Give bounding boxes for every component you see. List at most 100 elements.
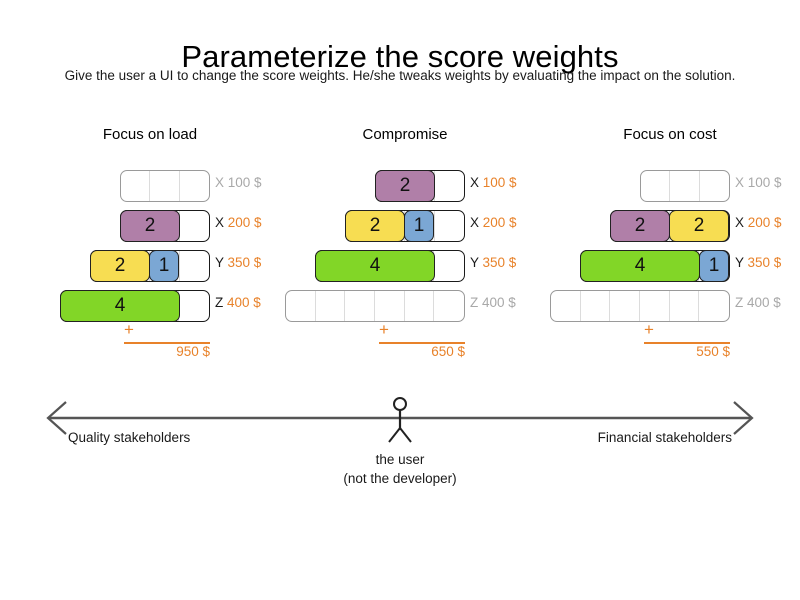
- track-slot[interactable]: [150, 251, 180, 281]
- weight-row-letter: X: [215, 175, 225, 190]
- track-slot[interactable]: [435, 211, 464, 241]
- track-slot[interactable]: [179, 291, 209, 321]
- weight-track[interactable]: [640, 170, 730, 202]
- track-slot[interactable]: [121, 171, 151, 201]
- track-slot[interactable]: [150, 171, 180, 201]
- weight-row: X 100 $: [545, 166, 795, 206]
- weight-track[interactable]: [120, 170, 210, 202]
- weight-block[interactable]: 1: [404, 210, 434, 242]
- track-slot[interactable]: [286, 291, 316, 321]
- weight-track-wrap: 2: [375, 170, 465, 202]
- weight-block[interactable]: 1: [699, 250, 729, 282]
- weight-track-wrap: 4: [315, 250, 465, 282]
- weight-track[interactable]: [285, 290, 465, 322]
- weight-row-amount: 350 $: [227, 255, 262, 270]
- weight-track-wrap: [285, 290, 465, 322]
- track-slot[interactable]: [700, 171, 729, 201]
- weight-block-value: 2: [144, 215, 156, 236]
- weight-row-label: X 200 $: [215, 215, 275, 230]
- weight-block[interactable]: 2: [610, 210, 670, 242]
- weight-block[interactable]: 2: [345, 210, 405, 242]
- weight-row-label: X 100 $: [735, 175, 795, 190]
- weight-block[interactable]: 2: [669, 210, 729, 242]
- track-slot[interactable]: [640, 291, 670, 321]
- track-slot[interactable]: [435, 171, 464, 201]
- track-slot[interactable]: [610, 291, 641, 321]
- weight-track-wrap: 4: [60, 290, 210, 322]
- weight-row-letter: X: [735, 215, 745, 230]
- weight-row-amount: 350 $: [747, 255, 782, 270]
- page-title: Parameterize the score weights: [181, 38, 619, 74]
- track-slot[interactable]: [180, 251, 209, 281]
- track-slot[interactable]: [180, 171, 209, 201]
- track-slot[interactable]: [405, 211, 435, 241]
- weight-block[interactable]: 4: [580, 250, 700, 282]
- track-slot[interactable]: [434, 291, 464, 321]
- weight-row: 2 X 100 $: [280, 166, 530, 206]
- weight-block[interactable]: 4: [60, 290, 180, 322]
- weight-block-value: 2: [114, 255, 126, 276]
- track-slot[interactable]: [670, 171, 700, 201]
- weight-blocks: 2: [375, 170, 435, 202]
- track-slot[interactable]: [345, 291, 376, 321]
- track-slot[interactable]: [405, 291, 435, 321]
- weight-row-label: X 100 $: [470, 175, 530, 190]
- track-slot[interactable]: [180, 211, 209, 241]
- user-stick-figure: [388, 397, 412, 443]
- weight-row-letter: Z: [470, 295, 479, 310]
- axis-label-quality: Quality stakeholders: [68, 430, 191, 445]
- track-slot[interactable]: [581, 291, 611, 321]
- weight-row-letter: Z: [215, 295, 224, 310]
- track-slot[interactable]: [434, 251, 464, 281]
- weight-block-value: 4: [634, 255, 646, 276]
- weight-block-value: 2: [399, 175, 411, 196]
- weight-blocks: 4: [60, 290, 180, 322]
- weight-block-value: 2: [369, 215, 381, 236]
- weight-block-value: 4: [369, 255, 381, 276]
- weight-block-value: 1: [708, 255, 720, 276]
- weight-block[interactable]: 2: [90, 250, 150, 282]
- actor-caption-line1: the user: [375, 452, 425, 467]
- weight-row-amount: 400 $: [482, 295, 516, 310]
- weight-row-amount: 100 $: [747, 175, 782, 190]
- track-slot[interactable]: [641, 171, 671, 201]
- weight-row: Z 400 $: [545, 286, 795, 326]
- weight-block[interactable]: 2: [375, 170, 435, 202]
- weight-track-wrap: 2: [120, 210, 210, 242]
- track-slot[interactable]: [670, 291, 700, 321]
- sum-plus-symbol: +: [379, 320, 389, 339]
- weight-track[interactable]: [550, 290, 730, 322]
- weight-row-letter: X: [735, 175, 745, 190]
- track-slot[interactable]: [316, 291, 346, 321]
- sum-total: 950 $: [176, 344, 210, 359]
- track-slot[interactable]: [699, 291, 729, 321]
- weight-row-label: X 100 $: [215, 175, 275, 190]
- track-slot[interactable]: [551, 291, 581, 321]
- weight-block[interactable]: 4: [315, 250, 435, 282]
- weight-row-amount: 350 $: [482, 255, 517, 270]
- weight-row-amount: 400 $: [227, 295, 261, 310]
- actor-caption-line2: (not the developer): [343, 471, 457, 486]
- track-slot[interactable]: [375, 291, 405, 321]
- weight-block[interactable]: 2: [120, 210, 180, 242]
- sum-plus-symbol: +: [644, 320, 654, 339]
- weight-row-letter: Z: [735, 295, 744, 310]
- weight-row-label: Y 350 $: [215, 255, 275, 270]
- weight-block[interactable]: 1: [149, 250, 179, 282]
- weight-row-label: Z 400 $: [470, 295, 530, 310]
- column-title: Focus on load: [102, 126, 198, 143]
- weight-row-label: Z 400 $: [735, 295, 795, 310]
- weight-blocks: 2: [120, 210, 180, 242]
